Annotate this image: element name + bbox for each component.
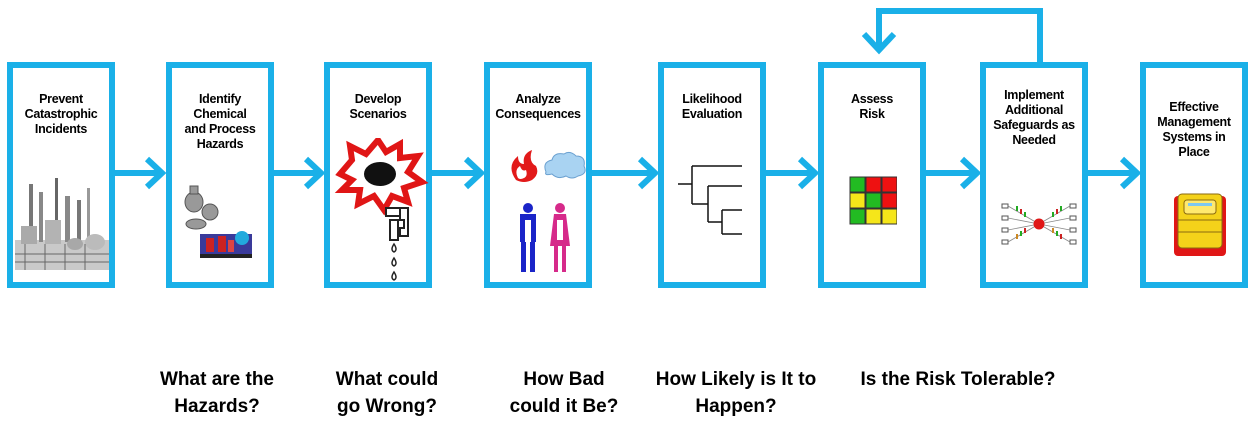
step-management-systems: Effective Management Systems in Place xyxy=(1140,62,1248,288)
feedback-loop-arrow xyxy=(861,8,1043,62)
flow-arrow-1 xyxy=(115,156,167,190)
risk-matrix-icon xyxy=(849,176,897,226)
step-label: Likelihood Evaluation xyxy=(681,92,743,121)
step-label: Prevent Catastrophic Incidents xyxy=(24,92,98,136)
binder-icon xyxy=(1172,192,1228,258)
step-implement-safeguards: Implement Additional Safeguards as Neede… xyxy=(980,62,1088,288)
step-label: Effective Management Systems in Place xyxy=(1157,100,1231,159)
risk-matrix-cell xyxy=(881,176,897,193)
risk-matrix-cell xyxy=(849,192,866,209)
step-label: Develop Scenarios xyxy=(349,92,407,121)
risk-matrix-cell xyxy=(881,192,897,209)
step-assess-risk: Assess Risk xyxy=(818,62,926,288)
flow-arrow-7 xyxy=(1088,156,1142,190)
step-label: Identify Chemical and Process Hazards xyxy=(184,92,256,151)
bowtie-diagram-icon xyxy=(1000,200,1078,248)
step-identify-hazards: Identify Chemical and Process Hazards xyxy=(166,62,274,288)
risk-matrix-cell xyxy=(849,208,866,225)
chemical-equipment-icon xyxy=(182,184,262,264)
question-go-wrong: What could go Wrong? xyxy=(335,369,439,417)
fire-cloud-people-icon xyxy=(502,150,586,280)
step-label: Analyze Consequences xyxy=(495,92,581,121)
risk-matrix-cell xyxy=(865,208,882,225)
flow-arrow-4 xyxy=(592,156,660,190)
risk-matrix-cell xyxy=(865,192,882,209)
flow-arrow-3 xyxy=(432,156,486,190)
question-hazards: What are the Hazards? xyxy=(159,369,275,417)
flow-arrow-5 xyxy=(766,156,820,190)
step-label: Implement Additional Safeguards as Neede… xyxy=(993,88,1075,147)
risk-matrix-cell xyxy=(865,176,882,193)
question-how-likely: How Likely is It to Happen? xyxy=(655,369,817,417)
question-risk-tolerable: Is the Risk Tolerable? xyxy=(860,369,1056,390)
step-develop-scenarios: Develop Scenarios xyxy=(324,62,432,288)
question-how-bad: How Bad could it Be? xyxy=(509,369,619,417)
risk-matrix-cell xyxy=(881,208,897,225)
risk-matrix-cell xyxy=(849,176,866,193)
flow-arrow-2 xyxy=(274,156,326,190)
flow-arrow-6 xyxy=(926,156,982,190)
step-analyze-consequences: Analyze Consequences xyxy=(484,62,592,288)
step-label: Assess Risk xyxy=(851,92,893,121)
explosion-leak-icon xyxy=(334,138,430,286)
refinery-icon xyxy=(15,178,109,276)
event-tree-icon xyxy=(678,160,750,236)
step-prevent-incidents: Prevent Catastrophic Incidents xyxy=(7,62,115,288)
step-likelihood-evaluation: Likelihood Evaluation xyxy=(658,62,766,288)
